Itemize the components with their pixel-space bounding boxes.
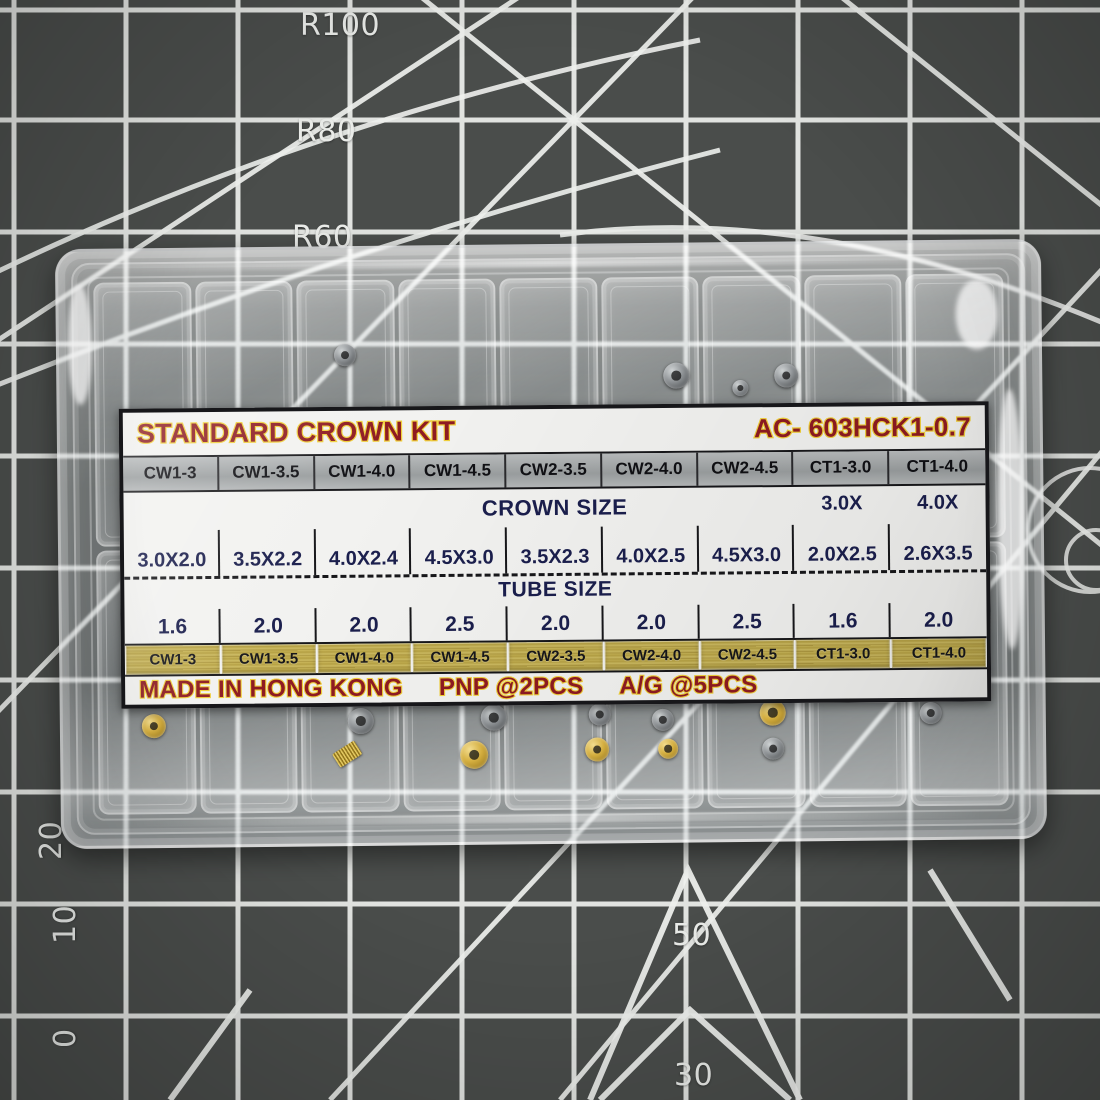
tube-size-block: TUBE SIZE 1.6 2.0 2.0 2.5 2.0 2.0 2.5 1.… <box>124 572 987 644</box>
mat-radius-label-r100: R100 <box>300 8 381 43</box>
product-label: STANDARD CROWN KIT AC- 603HCK1-0.7 CW1-3… <box>118 401 992 709</box>
crown-size-line2: 4.5X3.0 <box>424 546 494 570</box>
watch-crown-steel <box>762 737 785 760</box>
code-header-cell: CW2-4.0 <box>601 452 699 487</box>
crown-size-row: 3.0X2.0 3.5X2.2 4.0X2.4 4.5X3.0 3.5X2.3 … <box>123 485 986 577</box>
part-number: AC- 603HCK1-0.7 <box>753 410 973 444</box>
crown-size-line2: 3.0X2.0 <box>137 548 207 572</box>
page-title: STANDARD CROWN KIT <box>136 414 457 449</box>
watch-crown-steel <box>651 708 674 731</box>
tube-size-cell: 1.6 <box>124 579 220 644</box>
crown-size-line2: 2.0X2.5 <box>807 543 877 566</box>
watch-crown-steel <box>480 704 507 731</box>
watch-crown-gold <box>141 714 167 739</box>
mat-ruler-label-0: 0 <box>48 1028 83 1048</box>
watch-crown-steel <box>663 362 690 389</box>
origin-text: MADE IN HONG KONG <box>138 673 404 705</box>
code-header-cell: CW2-3.5 <box>506 453 603 488</box>
code-header-cell: CW1-3.5 <box>218 455 315 490</box>
watch-crown-steel <box>919 701 942 725</box>
gold-code-cell: CT1-3.0 <box>796 639 891 669</box>
crown-size-line1 <box>698 493 794 494</box>
tube-size-cell: 2.0 <box>923 608 954 632</box>
watch-crown-gold <box>658 738 679 759</box>
crown-size-cell: 4.0X 2.6X3.5 <box>890 485 987 570</box>
gold-code-cell: CW1-4.0 <box>317 643 412 674</box>
code-header-cell: CW1-3 <box>123 456 220 491</box>
crown-size-line2: 3.5X2.3 <box>520 545 590 569</box>
crown-size-line2: 3.5X2.2 <box>233 548 303 571</box>
watch-crown-gold <box>759 699 786 726</box>
crown-size-line1 <box>602 493 698 494</box>
tube-size-cell: 1.6 <box>795 573 891 638</box>
tube-size-cell: 2.0 <box>316 577 412 642</box>
crown-size-cell: 3.5X2.2 <box>219 491 316 576</box>
tube-size-cell: 2.5 <box>412 576 508 641</box>
watch-crown-steel <box>732 379 749 397</box>
gold-code-cell: CT1-4.0 <box>891 638 986 669</box>
watch-crown-gold <box>460 740 489 769</box>
crown-size-cell: 3.0X2.0 <box>123 492 219 577</box>
crown-size-cell: 3.5X2.3 <box>507 488 603 573</box>
tube-size-cell: 2.0 <box>507 576 603 641</box>
crown-size-line2: 4.0X2.4 <box>328 547 399 570</box>
watch-crown-steel <box>347 707 374 735</box>
crown-size-line1 <box>507 494 603 495</box>
crown-size-block: CROWN SIZE 3.0X2.0 3.5X2.2 4.0X2.4 4.5X3… <box>123 484 987 580</box>
watch-crown-steel <box>774 363 799 388</box>
crown-size-line1 <box>219 497 315 498</box>
tube-size-cell: 2.5 <box>699 574 795 639</box>
watch-crown-gold <box>585 737 610 762</box>
gold-code-cell: CW2-4.0 <box>604 640 699 671</box>
crown-size-cell: 4.0X2.4 <box>315 490 412 575</box>
gold-code-cell: CW1-3 <box>125 644 220 675</box>
code-header-cell: CW1-4.0 <box>314 454 411 489</box>
watch-crown-steel <box>588 703 611 726</box>
crown-size-cell: 4.5X3.0 <box>698 487 795 572</box>
crown-size-cell: 4.5X3.0 <box>411 489 508 574</box>
code-header-cell: CT1-4.0 <box>906 456 969 477</box>
watch-crown-steel <box>333 344 357 367</box>
mat-ruler-label-10: 10 <box>48 904 83 944</box>
code-header-cell: CT1-3.0 <box>793 450 890 485</box>
crown-size-cell: 3.0X 2.0X2.5 <box>794 486 891 571</box>
crown-size-cell: 4.0X2.5 <box>602 487 699 572</box>
crown-size-line2: 4.0X2.5 <box>616 544 686 568</box>
mat-angle-label-50: 50 <box>672 918 712 953</box>
gold-code-cell: CW2-4.5 <box>700 639 795 670</box>
crown-size-line1 <box>411 495 507 496</box>
tube-size-cell: 2.0 <box>603 575 699 640</box>
code-header-cell: CW2-4.5 <box>697 451 794 486</box>
crown-size-line1 <box>315 496 411 497</box>
mat-angle-label-30: 30 <box>674 1058 714 1093</box>
tube-size-row: 1.6 2.0 2.0 2.5 2.0 2.0 2.5 1.6 2.0 <box>124 572 987 644</box>
ag-note-text: A/G @5PCS <box>618 670 759 700</box>
tube-size-cell: 2.0 <box>220 578 316 643</box>
crown-size-line2: 4.5X3.0 <box>711 543 782 567</box>
crown-size-line2: 2.6X3.5 <box>903 542 973 565</box>
gold-code-cell: CW1-4.5 <box>413 642 508 673</box>
gold-code-cell: CW1-3.5 <box>221 644 316 674</box>
crown-size-line1: 3.0X <box>821 491 863 515</box>
label-title-row: STANDARD CROWN KIT AC- 603HCK1-0.7 <box>122 405 986 458</box>
gold-code-cell: CW2-3.5 <box>508 641 603 672</box>
pnp-note-text: PNP @2PCS <box>438 672 585 702</box>
crown-size-line1 <box>123 498 219 499</box>
crown-size-line1: 4.0X <box>916 491 959 514</box>
mat-radius-label-r80: R80 <box>296 114 357 149</box>
code-header-cell: CW1-4.5 <box>410 454 507 488</box>
